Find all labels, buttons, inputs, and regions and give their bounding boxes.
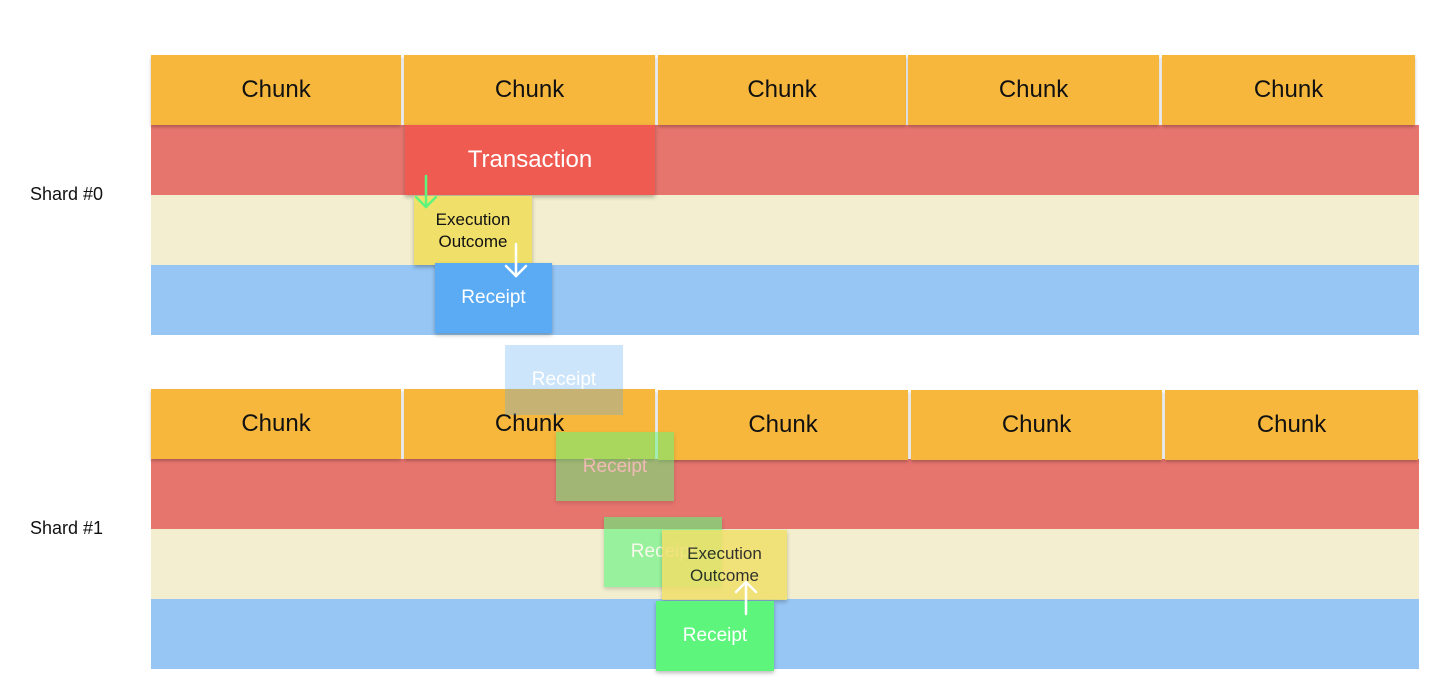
arrow-receipt-to-outcome: [734, 580, 758, 616]
receipt-box-in-transit: Receipt: [505, 345, 623, 415]
arrow-transaction-to-outcome: [414, 174, 438, 209]
shard-0-transaction-lane: [151, 125, 1419, 195]
shard-0-chunk-2: Chunk: [404, 55, 655, 125]
shard-0-chunk-3: Chunk: [658, 55, 906, 125]
execution-outcome-box-shard-0: Execution Outcome: [414, 196, 532, 265]
shard-1-chunk-5: Chunk: [1165, 390, 1418, 460]
receipt-box-shard-1-a: Receipt: [556, 432, 674, 501]
shard-1-label: Shard #1: [30, 518, 104, 538]
arrow-outcome-to-receipt: [504, 242, 528, 278]
shard-0-chunk-1: Chunk: [151, 55, 401, 125]
shard-1-receipt-lane: [151, 599, 1419, 669]
shard-1-chunk-4: Chunk: [911, 390, 1162, 460]
receipt-box-shard-1-final: Receipt: [656, 601, 774, 671]
transaction-box: Transaction: [405, 125, 655, 195]
shard-0-chunk-5: Chunk: [1162, 55, 1415, 125]
shard-0-label: Shard #0: [30, 184, 104, 204]
shard-1-chunk-1: Chunk: [151, 389, 401, 459]
shard-0-receipt-lane: [151, 265, 1419, 335]
shard-0-chunk-4: Chunk: [908, 55, 1159, 125]
shard-1-chunk-3: Chunk: [658, 390, 908, 460]
shard-1-transaction-lane: [151, 459, 1419, 529]
receipt-box-shard-0: Receipt: [435, 263, 552, 333]
shard-0-outcome-lane: [151, 195, 1419, 265]
execution-outcome-box-shard-1: Execution Outcome: [662, 530, 787, 600]
